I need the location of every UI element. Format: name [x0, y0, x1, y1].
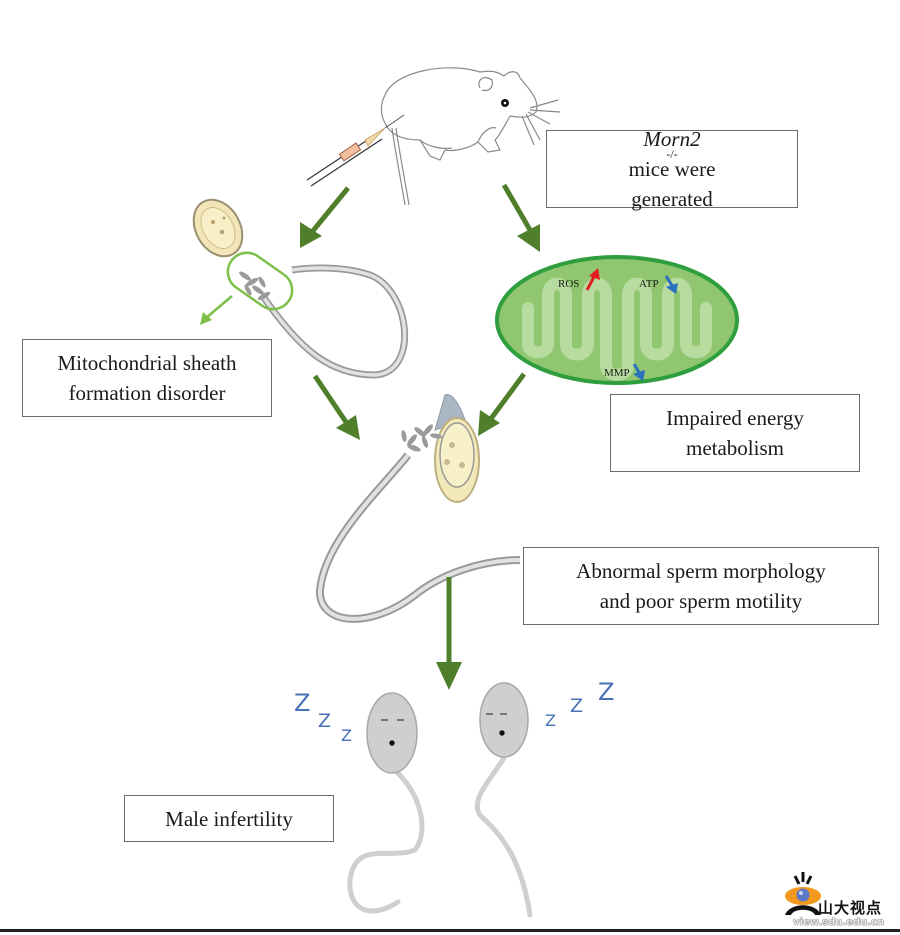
sleeping-sperm-right — [474, 682, 533, 918]
ros-label: ROS — [558, 278, 579, 290]
arrow-energy-to-abnormal-sperm — [478, 372, 527, 436]
mmp-decrease-arrow-icon — [632, 363, 645, 381]
impaired-energy-box: Impaired energy metabolism — [610, 394, 860, 472]
bottom-border-line — [0, 929, 900, 932]
mice-generated-line1: Morn2-/- mice were — [629, 124, 716, 184]
abnormal-sperm-illustration — [316, 394, 521, 623]
sleeping-sperm-left — [347, 692, 425, 914]
mito-sheath-line2: formation disorder — [68, 381, 226, 405]
svg-text:Z: Z — [598, 678, 614, 706]
arrow-to-sheath-label — [200, 295, 233, 325]
arrow-to-sperm-left — [300, 186, 350, 248]
watermark-url-text: view.sdu.edu.cn — [793, 917, 885, 928]
svg-text:Z: Z — [545, 711, 556, 730]
infertility-text: Male infertility — [165, 806, 293, 831]
zzz-right-icon: Z Z Z — [545, 678, 614, 730]
atp-label: ATP — [639, 278, 659, 290]
gene-name: Morn2 — [643, 127, 701, 151]
arrow-sheath-to-abnormal-sperm — [312, 374, 360, 440]
abnormal-line2: and poor sperm motility — [599, 589, 803, 613]
sperm-with-defective-midpiece — [192, 198, 409, 379]
arrow-to-infertility — [436, 577, 462, 690]
svg-text:Z: Z — [570, 695, 583, 717]
ros-increase-arrow-icon — [585, 268, 600, 291]
syringe-icon — [306, 114, 405, 187]
abnormal-line1: Abnormal sperm morphology — [576, 559, 826, 583]
mice-generated-box: Morn2-/- mice were generated — [546, 127, 798, 211]
mito-sheath-line1: Mitochondrial sheath — [57, 351, 237, 375]
mouse-illustration — [380, 67, 561, 206]
svg-text:Z: Z — [294, 689, 310, 717]
mito-sheath-disorder-box: Mitochondrial sheath formation disorder — [22, 339, 272, 417]
mice-generated-line2: generated — [631, 187, 713, 211]
energy-line1: Impaired energy — [666, 406, 804, 430]
watermark-logo-icon — [785, 872, 821, 915]
energy-line2: metabolism — [686, 436, 784, 460]
svg-text:Z: Z — [318, 710, 331, 732]
watermark-cn-text: 山大视点 — [818, 899, 883, 917]
zzz-left-icon: Z Z Z — [294, 689, 352, 745]
arrow-to-mitochondrion — [501, 183, 540, 252]
abnormal-sperm-box: Abnormal sperm morphology and poor sperm… — [523, 547, 879, 625]
mitochondrion-illustration: ROS ATP MMP — [495, 255, 739, 385]
mmp-label: MMP — [604, 367, 630, 379]
svg-text:Z: Z — [341, 726, 352, 745]
male-infertility-box: Male infertility — [124, 795, 334, 842]
atp-decrease-arrow-icon — [664, 275, 678, 294]
